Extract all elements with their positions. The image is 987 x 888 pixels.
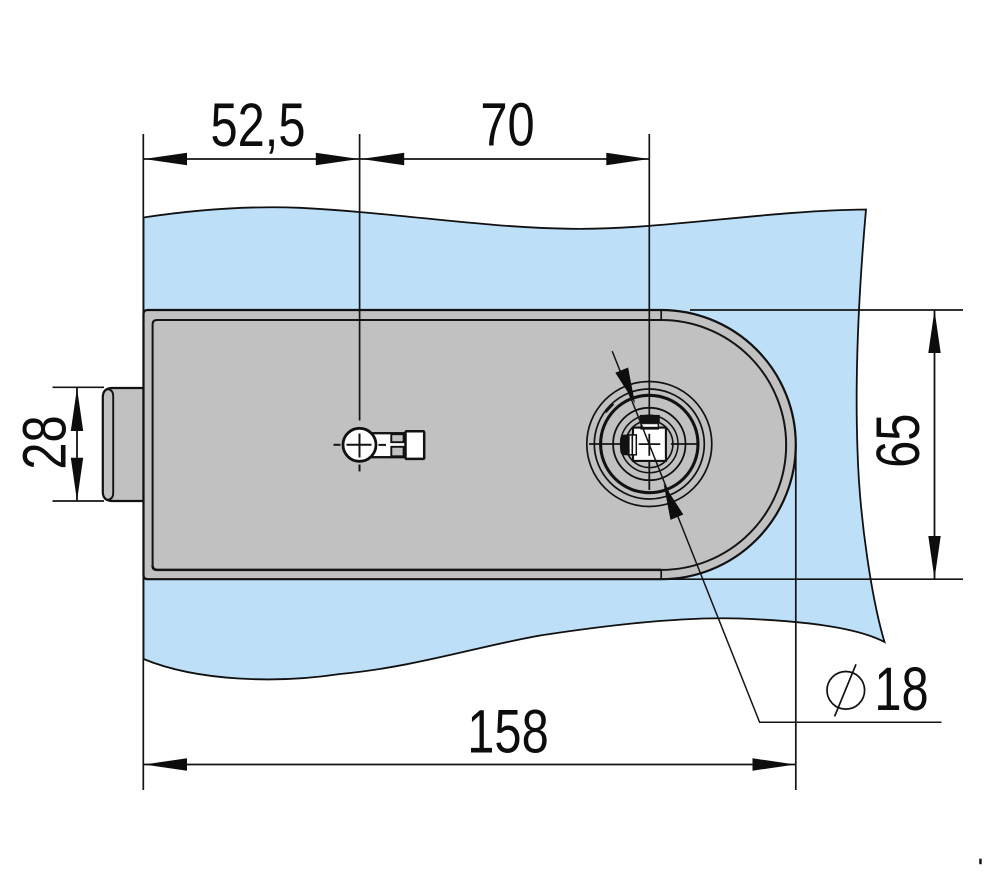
svg-text:70: 70 — [480, 90, 534, 158]
svg-text:158: 158 — [467, 697, 548, 765]
svg-text:18: 18 — [874, 655, 928, 723]
svg-text:28: 28 — [10, 415, 78, 469]
svg-text:65: 65 — [864, 414, 932, 468]
svg-text:52,5: 52,5 — [211, 91, 306, 159]
